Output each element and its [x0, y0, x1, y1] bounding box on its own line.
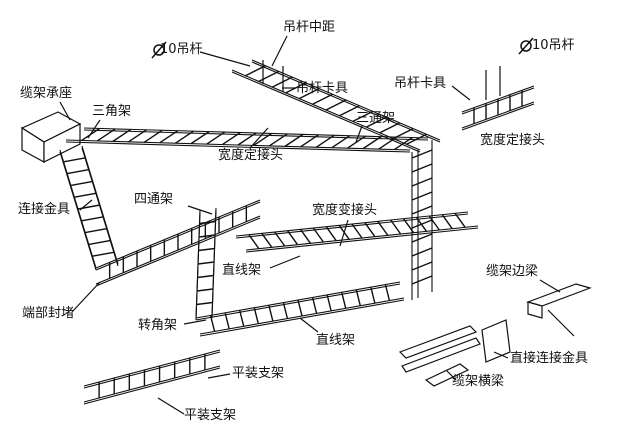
- tray-corner-lower: [195, 281, 405, 337]
- label-width-fixed-joint-mid: 宽度定接头: [218, 148, 284, 163]
- label-connector-hardware: 连接金具: [18, 202, 71, 217]
- label-rod-10-right: 10吊杆: [532, 38, 575, 53]
- label-straight-frame-low: 直线架: [316, 333, 356, 348]
- tray-main-diagonal: [65, 127, 429, 153]
- label-tray-side-beam: 缆架边梁: [486, 264, 539, 279]
- leader-rod-left: [199, 51, 251, 67]
- label-corner-frame: 转角架: [138, 318, 178, 333]
- label-rod-clamp-top: 吊杆卡具: [296, 81, 349, 96]
- rod-symbol-right: [518, 37, 534, 55]
- tray-cross: [95, 199, 261, 287]
- vertical-ladder-rungs: [411, 149, 433, 285]
- label-tee-frame: 三通架: [356, 111, 396, 126]
- tray-upper-right: [461, 85, 535, 131]
- leader-tray-side-beam: [539, 279, 561, 293]
- leader-cross-frame: [187, 205, 213, 215]
- leader-connector: [79, 199, 93, 211]
- label-tray-cross-beam: 缆架横梁: [452, 374, 505, 389]
- label-cross-frame: 四通架: [134, 192, 174, 207]
- rod-symbol-left: [151, 41, 167, 59]
- leader-tray-support: [59, 101, 71, 121]
- label-flat-support-lower: 平装支架: [184, 408, 237, 423]
- leader-end-cap: [71, 281, 101, 313]
- label-direct-connector: 直接连接金具: [510, 351, 589, 366]
- tray-right-long: [235, 211, 479, 253]
- tray-center-down: [195, 207, 217, 321]
- tray-bottom-left: [83, 349, 221, 405]
- label-rod-10-right-text: 10吊杆: [532, 38, 575, 53]
- leader-width-change: [339, 219, 349, 247]
- label-triangle-frame: 三角架: [92, 104, 132, 119]
- label-rod-10-left-text: 10吊杆: [160, 42, 203, 57]
- label-width-change-joint: 宽度变接头: [312, 203, 378, 218]
- leader-corner: [183, 319, 207, 325]
- label-straight-frame-mid: 直线架: [222, 263, 262, 278]
- label-tray-support: 缆架承座: [20, 86, 73, 101]
- label-rod-clamp-right: 吊杆卡具: [394, 76, 447, 91]
- label-rod-10-left: 10吊杆: [160, 42, 203, 57]
- leader-flat-upper: [207, 373, 231, 379]
- tray-left-down: [59, 145, 119, 271]
- leader-straight-mid: [269, 255, 301, 269]
- leader-triangle-frame: [87, 119, 101, 139]
- label-end-cap: 端部封堵: [22, 306, 75, 321]
- leader-rod-clamp-right: [451, 85, 471, 101]
- leader-tee-frame: [355, 125, 363, 143]
- side-beam-assembly: [398, 283, 592, 387]
- leader-rod-spacing: [271, 35, 288, 67]
- label-rod-spacing: 吊杆中距: [283, 20, 336, 35]
- leader-flat-lower: [157, 397, 185, 415]
- label-flat-support-upper: 平装支架: [232, 366, 285, 381]
- leader-straight-low: [299, 317, 319, 333]
- leader-width-fixed-mid: [249, 127, 269, 149]
- tray-top: [231, 59, 441, 153]
- label-width-fixed-joint-right: 宽度定接头: [480, 133, 546, 148]
- leader-direct-conn: [493, 351, 509, 359]
- leader-cross-beam: [445, 369, 457, 381]
